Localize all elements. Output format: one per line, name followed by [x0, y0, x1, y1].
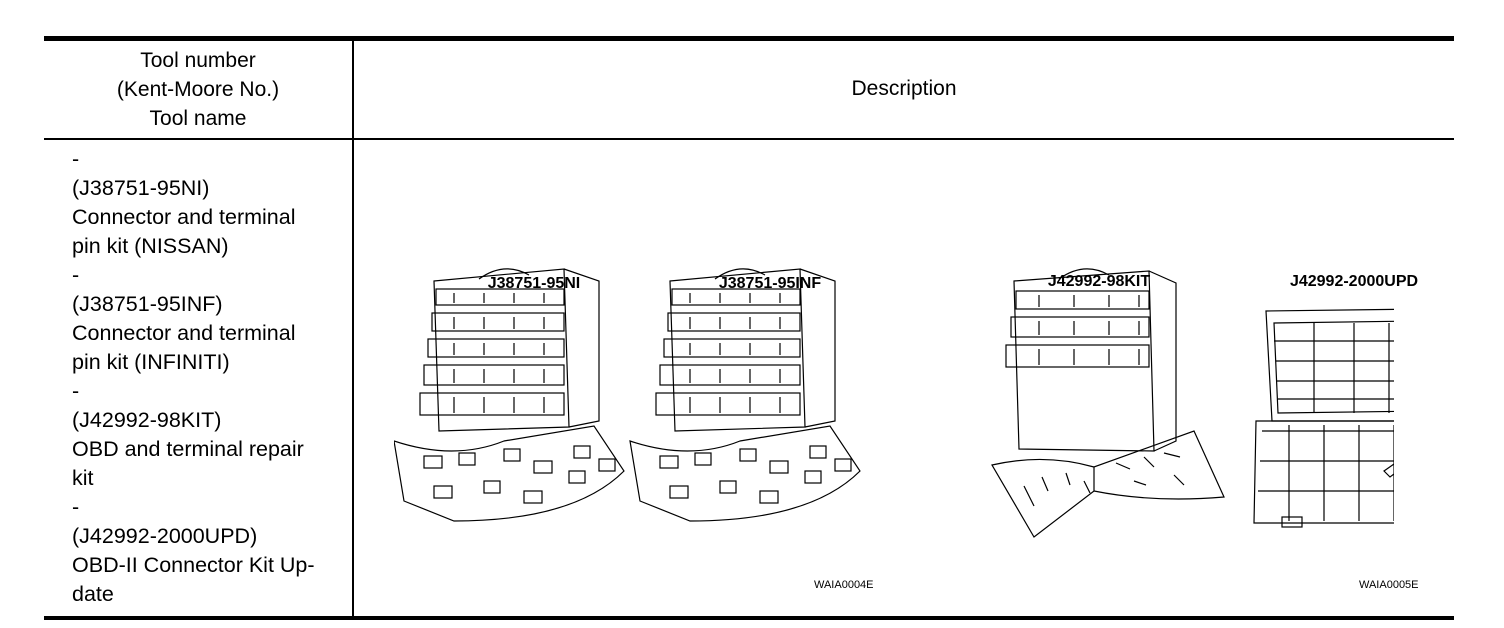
figure-code-waia0004e: WAIA0004E	[814, 579, 874, 591]
column-divider	[352, 41, 354, 616]
header-kent-moore: (Kent-Moore No.)	[116, 78, 280, 101]
tool-line: Connector and terminal	[72, 321, 296, 345]
kit-label-j38751-95ni: J38751-95NI	[487, 275, 581, 292]
special-service-tools-table: Tool number (Kent-Moore No.) Tool name D…	[44, 36, 1454, 620]
tool-line: (J38751-95NI)	[72, 176, 210, 200]
tool-line: OBD-II Connector Kit Up-	[72, 553, 315, 577]
header-description: Description	[851, 77, 957, 100]
header-tool-column: Tool number (Kent-Moore No.) Tool name	[44, 46, 352, 133]
tool-line: Connector and terminal	[72, 205, 296, 229]
table-header-rule	[44, 138, 1454, 140]
tool-line: -	[72, 379, 80, 403]
header-tool-number: Tool number	[140, 49, 256, 72]
table-bottom-rule	[44, 616, 1454, 620]
tool-line: pin kit (NISSAN)	[72, 234, 229, 258]
tool-line: date	[72, 582, 114, 606]
tool-line: -	[72, 147, 80, 171]
tool-line: (J38751-95INF)	[72, 292, 223, 316]
figure-code-waia0005e: WAIA0005E	[1359, 579, 1419, 591]
table-top-rule	[44, 36, 1454, 41]
kit-drawing-svg	[394, 268, 1394, 538]
cabinet-2-icon	[629, 268, 861, 522]
tool-line: pin kit (INFINITI)	[72, 350, 230, 374]
compartment-case-icon	[1253, 308, 1394, 528]
cabinet-1-icon	[394, 268, 625, 522]
tool-line: -	[72, 495, 80, 519]
kit-illustration: J38751-95NI J38751-95INF J42992-98KIT J4…	[394, 231, 1419, 591]
tool-line: OBD and terminal repair	[72, 437, 304, 461]
tool-line: kit	[72, 466, 94, 490]
tool-list-cell: - (J38751-95NI) Connector and terminal p…	[72, 145, 342, 609]
tool-line: (J42992-2000UPD)	[72, 524, 258, 548]
tool-line: -	[72, 263, 80, 287]
cabinet-3-icon	[991, 268, 1225, 538]
kit-label-j42992-98kit: J42992-98KIT	[1047, 273, 1151, 290]
tool-line: (J42992-98KIT)	[72, 408, 222, 432]
kit-label-j42992-2000upd: J42992-2000UPD	[1289, 273, 1419, 290]
header-tool-name: Tool name	[149, 107, 247, 130]
kit-label-j38751-95inf: J38751-95INF	[718, 275, 822, 292]
